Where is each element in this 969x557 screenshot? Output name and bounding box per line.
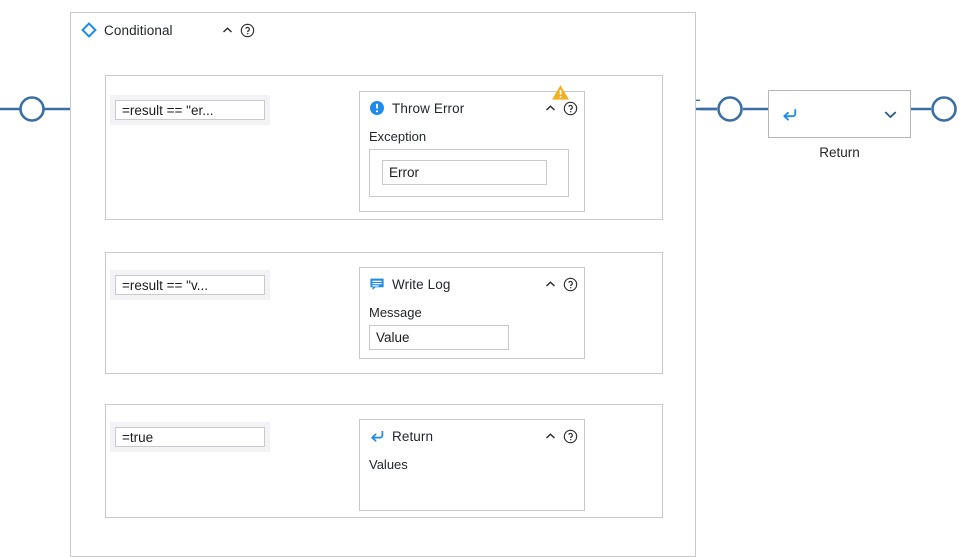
return-node-collapsed[interactable] [768,90,911,138]
conditional-title: Conditional [104,22,173,38]
condition-wrap-1: =result == "er... [110,95,270,125]
chevron-down-icon[interactable] [883,107,898,122]
condition-input-3[interactable]: =true [115,427,265,447]
write-log-header[interactable]: Write Log [360,268,584,296]
diamond-icon [81,22,97,38]
throw-error-title: Throw Error [392,100,465,116]
write-log-icon [370,278,384,290]
return-branch-header[interactable]: Return [360,420,584,448]
caret-up-icon[interactable] [544,102,557,115]
condition-input-2[interactable]: =result == "v... [115,275,265,295]
workflow-canvas: Conditional =result == "er... Throw Erro… [0,12,957,557]
help-icon[interactable] [563,277,578,292]
write-log-title: Write Log [392,276,451,292]
warning-triangle-icon[interactable] [551,84,570,101]
message-label: Message [369,305,422,320]
help-icon[interactable] [240,23,255,38]
connector-circle-exit [931,96,957,122]
write-log-node[interactable]: Write Log Message Value [359,267,585,359]
values-label: Values [369,457,408,472]
condition-input-1[interactable]: =result == "er... [115,100,265,120]
return-branch-node[interactable]: Return Values [359,419,585,511]
conditional-header[interactable]: Conditional [71,13,695,47]
exception-label: Exception [369,129,427,144]
condition-wrap-2: =result == "v... [110,270,270,300]
return-branch-title: Return [392,428,434,444]
caret-up-icon[interactable] [221,24,234,37]
return-node-caption: Return [819,145,860,160]
throw-error-header[interactable]: Throw Error [360,92,584,120]
error-info-icon [370,101,384,115]
return-arrow-icon [783,108,797,121]
help-icon[interactable] [563,429,578,444]
message-input[interactable]: Value [369,325,509,350]
condition-wrap-3: =true [110,422,270,452]
connector-circle-entry [19,96,45,122]
throw-error-node[interactable]: Throw Error Exception Error [359,91,585,212]
exception-input[interactable]: Error [382,160,547,185]
help-icon[interactable] [563,101,578,116]
caret-up-icon[interactable] [544,430,557,443]
connector-circle-merge [717,96,743,122]
return-arrow-icon [371,431,384,442]
caret-up-icon[interactable] [544,278,557,291]
